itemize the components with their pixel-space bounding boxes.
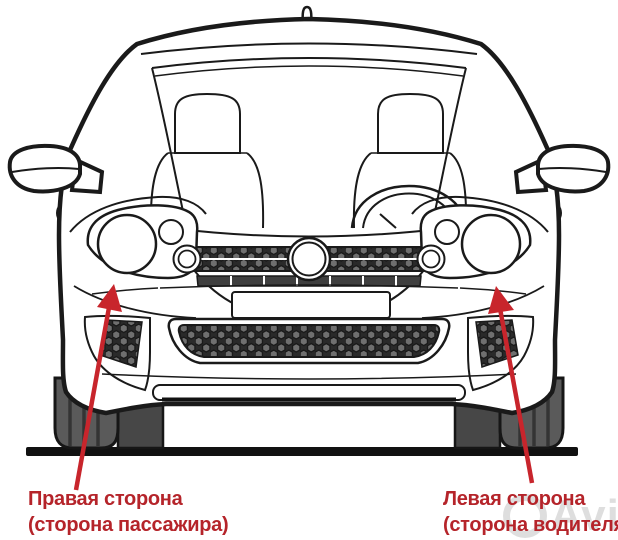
left-side-label-line1: Правая сторона [28,488,183,510]
license-plate [231,291,391,319]
left-side-label-line2: (сторона пассажира) [28,514,229,536]
left-arrow [73,284,122,491]
watermark: Avito [503,494,618,538]
right-side-label: Левая сторона (сторона водителя) [443,486,618,538]
front-lip [101,373,517,402]
right-headlight [416,204,532,280]
brand-badge [286,236,332,282]
right-arrow [488,286,535,484]
right-side-label-line2: (сторона водителя) [443,514,618,536]
left-headlight [86,204,202,280]
lower-grille [167,317,451,365]
left-mirror [7,143,105,195]
right-side-label-line1: Левая сторона [443,488,586,510]
bumper-seam [91,284,527,295]
watermark-circle-icon [503,494,547,538]
driver-seat [352,92,468,229]
watermark-text: Avito [550,491,618,540]
left-side-label: Правая сторона (сторона пассажира) [28,486,229,538]
left-fog-opening [83,314,151,392]
windshield [140,42,478,238]
right-mirror [513,143,611,195]
